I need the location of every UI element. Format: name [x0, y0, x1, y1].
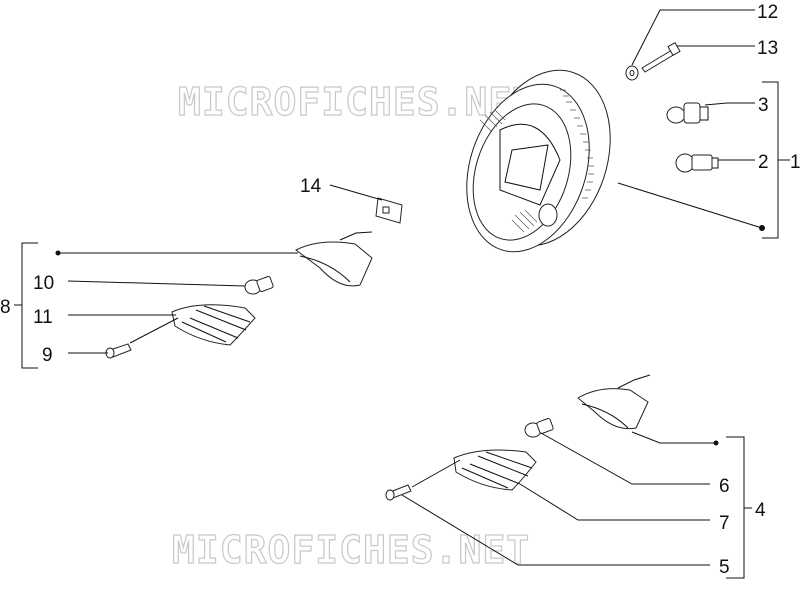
callout-9: 9 — [42, 345, 53, 366]
callout-dot-1 — [759, 225, 765, 231]
callout-2: 2 — [758, 152, 769, 173]
left-signal-lens — [171, 304, 256, 346]
leader-lines — [14, 9, 790, 579]
callout-4: 4 — [755, 500, 766, 521]
left-signal-housing — [295, 231, 373, 287]
watermark-top: MICROFICHES.NET — [178, 80, 536, 124]
left-signal-bulb — [244, 276, 274, 295]
clip-part — [375, 197, 403, 224]
watermark-bottom: MICROFICHES.NET — [172, 528, 530, 572]
callout-3: 3 — [758, 95, 769, 116]
right-signal-bulb — [524, 418, 554, 438]
callout-1: 1 — [790, 152, 800, 173]
washer-part — [625, 65, 639, 81]
right-signal-lens — [453, 449, 537, 491]
right-signal-housing — [577, 374, 651, 430]
callout-13: 13 — [757, 38, 778, 59]
callout-7: 7 — [719, 513, 730, 534]
callout-8: 8 — [0, 297, 11, 318]
callout-dot-4 — [713, 440, 719, 446]
callout-dot-8 — [55, 250, 61, 256]
bulb-part-2 — [675, 153, 719, 173]
right-lens-screw — [385, 484, 412, 501]
left-lens-screw — [105, 343, 132, 359]
callout-10: 10 — [33, 273, 54, 294]
callout-11: 11 — [33, 307, 53, 328]
callout-14: 14 — [300, 176, 322, 197]
callout-5: 5 — [719, 557, 730, 578]
screw-part — [641, 41, 681, 73]
bulb-part-3 — [666, 102, 709, 124]
callout-12: 12 — [757, 2, 778, 23]
headlight-assembly — [466, 69, 611, 253]
callout-6: 6 — [719, 476, 730, 497]
